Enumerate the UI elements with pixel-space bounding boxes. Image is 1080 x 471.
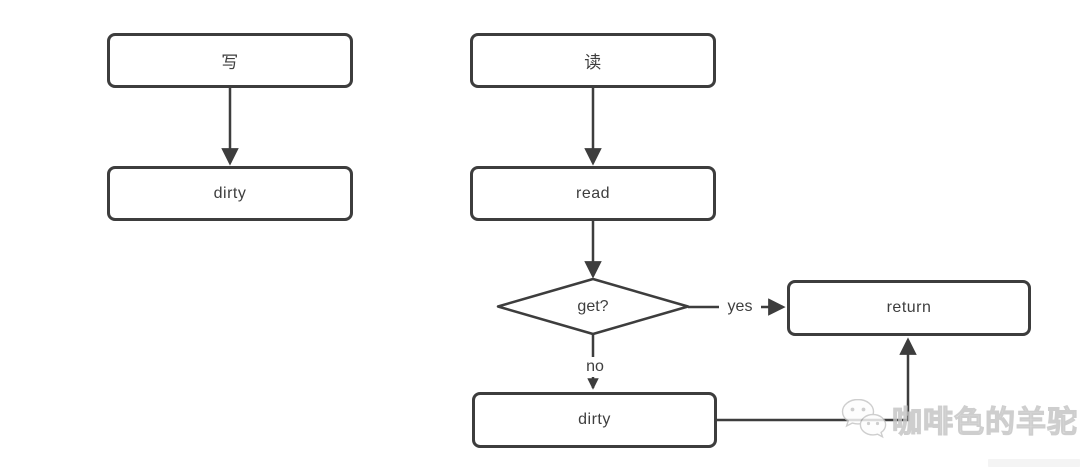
decision-diamond-shape — [496, 277, 690, 336]
edge-label-no: no — [579, 357, 611, 377]
node-write-label: 写 — [221, 53, 239, 72]
node-read: read — [470, 166, 716, 221]
decision-get: get? — [498, 281, 688, 333]
node-return-label: return — [886, 299, 932, 316]
node-return: return — [787, 280, 1031, 336]
node-dirty-read: dirty — [472, 392, 717, 448]
node-read-label: read — [575, 184, 611, 202]
node-dirty-write: dirty — [107, 166, 353, 221]
node-write: 写 — [107, 33, 353, 88]
footer-smudge — [988, 459, 1080, 467]
node-dirty-write-label: dirty — [213, 184, 247, 202]
edge-label-yes: yes — [719, 297, 761, 317]
edge-label-no-text: no — [586, 358, 604, 375]
edge-label-yes-text: yes — [727, 298, 753, 315]
node-dirty-read-label: dirty — [578, 411, 611, 428]
decision-get-label: get? — [577, 298, 609, 315]
node-read-cn: 读 — [470, 33, 716, 88]
node-read-cn-label: 读 — [584, 53, 602, 72]
edge-dirty-to-return — [717, 337, 917, 422]
